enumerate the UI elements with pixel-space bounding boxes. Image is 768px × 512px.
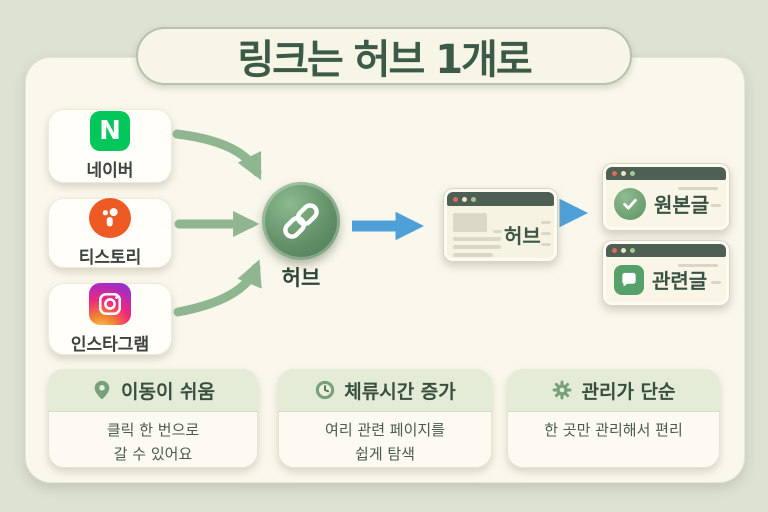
benefit-text-line: 갈 수 있어요	[113, 445, 193, 463]
tistory-icon	[89, 198, 131, 238]
source-label: 네이버	[86, 161, 134, 181]
output-label: 원본글	[654, 193, 710, 217]
benefit-card-simple-management: 관리가 단순 한 곳만 관리해서 편리	[507, 369, 720, 468]
clock-icon	[316, 380, 335, 400]
window-titlebar	[606, 167, 726, 180]
map-pin-icon	[94, 380, 110, 400]
output-window-related: 관련글	[602, 240, 730, 306]
window-dot-cream	[462, 196, 467, 202]
benefit-text-line: 한 곳만 관리해서 편리	[544, 421, 683, 439]
window-titlebar	[447, 192, 554, 206]
benefit-card-dwell-time: 체류시간 증가 여리 관련 페이지를 쉽게 탐색	[278, 369, 492, 468]
output-window-original: 원본글	[602, 163, 730, 231]
instagram-icon	[89, 283, 131, 325]
window-dot-red	[612, 248, 617, 253]
hub-label: 허브	[281, 266, 321, 290]
window-dot-green	[471, 196, 476, 202]
window-titlebar	[606, 244, 726, 257]
naver-icon: N	[90, 111, 130, 151]
source-card-naver: N 네이버	[48, 109, 172, 183]
check-icon	[614, 187, 646, 220]
window-dot-cream	[621, 248, 626, 253]
chat-bubble-icon	[614, 264, 644, 295]
source-label: 티스토리	[78, 248, 142, 268]
chain-link-icon	[283, 203, 319, 239]
page-title: 링크는 허브 1개로	[237, 37, 532, 83]
benefit-text-line: 여리 관련 페이지를	[325, 421, 445, 439]
source-label: 인스타그램	[70, 335, 150, 355]
output-label: 관련글	[652, 269, 708, 293]
source-card-tistory: 티스토리	[48, 198, 172, 268]
hub-window-label: 허브	[504, 224, 541, 248]
hub-browser-window: 허브	[443, 188, 558, 262]
title-banner: 링크는 허브 1개로	[136, 27, 632, 85]
window-dot-red	[453, 196, 458, 202]
window-content: 허브	[447, 206, 554, 258]
hub-node	[262, 182, 340, 260]
benefit-text-line: 쉽게 탐색	[355, 445, 415, 463]
gear-icon	[553, 380, 572, 400]
benefit-title: 체류시간 증가	[344, 380, 456, 403]
benefit-card-easy-move: 이동이 쉬움 클릭 한 번으로 갈 수 있어요	[48, 369, 258, 468]
benefit-title: 관리가 단순	[581, 380, 676, 403]
window-dot-green	[630, 171, 635, 176]
benefit-text-line: 클릭 한 번으로	[106, 421, 200, 439]
source-card-instagram: 인스타그램	[48, 283, 172, 355]
benefit-title: 이동이 쉬움	[120, 380, 215, 403]
window-dot-red	[612, 171, 617, 176]
window-dot-green	[630, 248, 635, 253]
window-dot-cream	[621, 171, 626, 176]
